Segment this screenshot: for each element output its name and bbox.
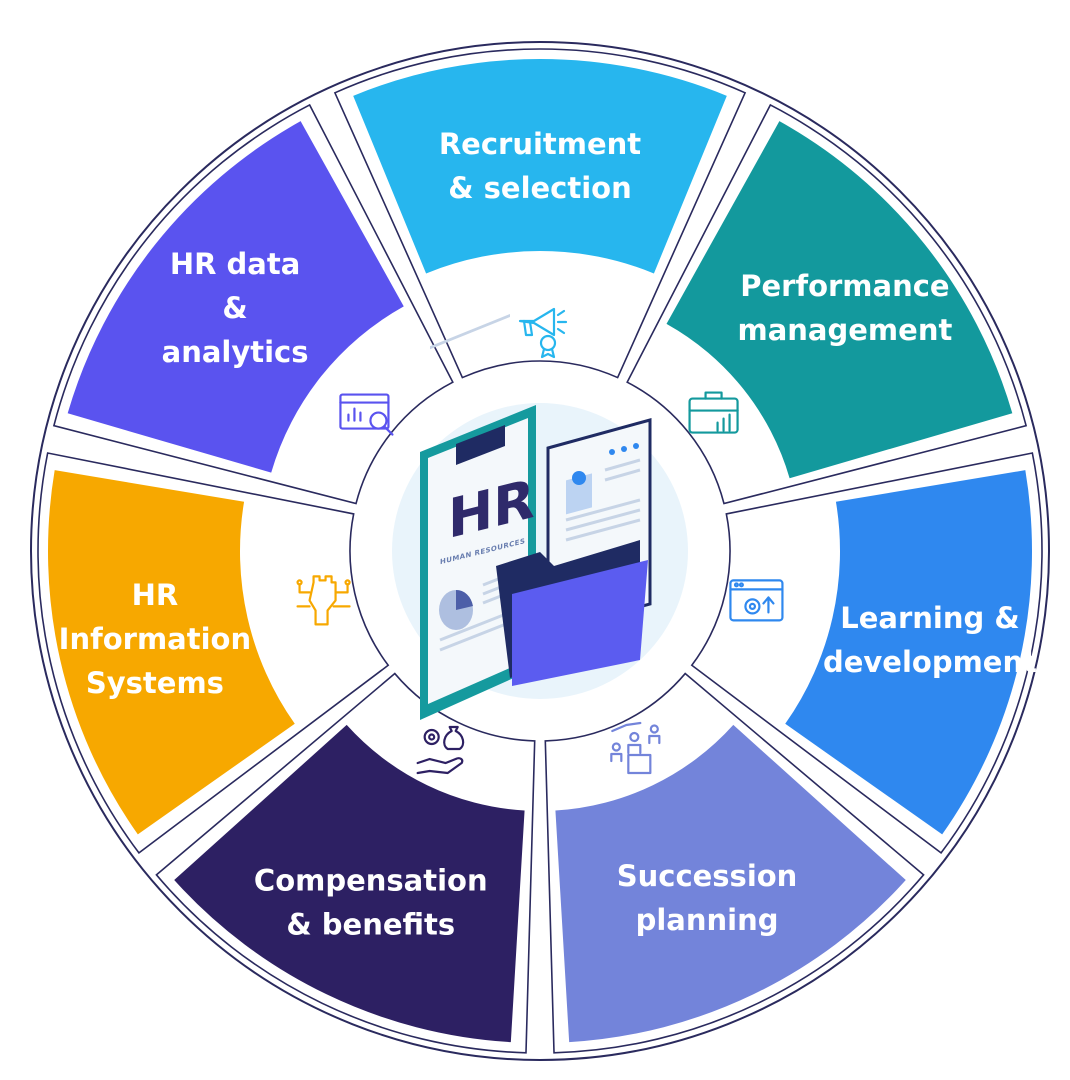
hand-money-gear-icon bbox=[416, 725, 465, 775]
center-illustration: HR HUMAN RESOURCES bbox=[392, 313, 688, 720]
segment-performance-band bbox=[666, 121, 1013, 479]
folder-icon bbox=[496, 540, 648, 686]
segment-hris-band bbox=[47, 470, 295, 835]
segment-icons bbox=[296, 307, 784, 775]
megaphone-badge-icon bbox=[518, 307, 568, 359]
segment-analytics-band bbox=[67, 121, 404, 473]
segment-analytics-label: HR data&analytics bbox=[162, 247, 309, 369]
people-podium-icon bbox=[610, 721, 661, 775]
segment-learning-band bbox=[785, 470, 1032, 835]
segment-recruitment[interactable]: Recruitment& selection bbox=[333, 48, 747, 379]
briefcase-chart-icon bbox=[688, 391, 739, 434]
segment-analytics[interactable]: HR data&analytics bbox=[52, 103, 454, 505]
segment-recruitment-band bbox=[353, 59, 727, 274]
segment-compensation-band bbox=[174, 724, 525, 1043]
segment-learning[interactable]: Learning &development bbox=[690, 452, 1043, 855]
raised-fist-circuit-icon bbox=[296, 575, 351, 626]
segment-compensation[interactable]: Compensation& benefits bbox=[155, 672, 536, 1054]
segment-recruitment-label: Recruitment& selection bbox=[439, 127, 641, 205]
segment-succession-band bbox=[555, 724, 906, 1043]
segment-learning-label: Learning &development bbox=[823, 601, 1037, 679]
monitor-magnifier-icon bbox=[339, 393, 394, 436]
segment-compensation-label: Compensation& benefits bbox=[254, 863, 488, 941]
browser-gears-icon bbox=[729, 579, 784, 622]
